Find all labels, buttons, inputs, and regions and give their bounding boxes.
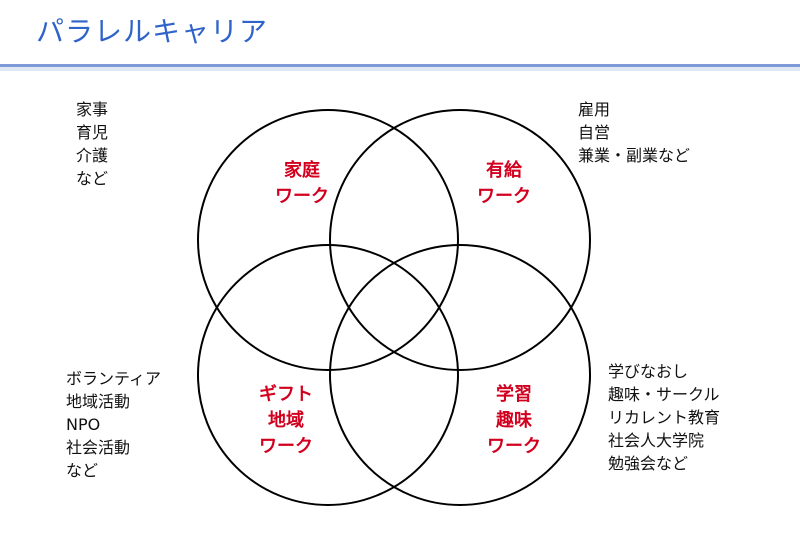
circle-paid-work: [329, 109, 591, 371]
circle-learning-work: [329, 244, 591, 506]
list-item: 自営: [578, 123, 611, 142]
label-line: 学習: [496, 384, 532, 405]
list-item: 社会活動: [66, 438, 131, 457]
list-item: 兼業・副業など: [578, 146, 691, 165]
list-item: 育児: [76, 123, 109, 142]
list-item: 地域活動: [66, 392, 131, 411]
title-underline-shadow: [0, 67, 800, 71]
label-line: 家庭: [284, 160, 320, 181]
label-home-work: 家庭 ワーク: [242, 158, 362, 210]
list-item: 趣味・サークル: [608, 385, 720, 404]
label-line: ワーク: [259, 436, 313, 457]
list-item: 介護: [76, 146, 109, 165]
list-item: NPO: [66, 415, 101, 434]
label-line: ワーク: [275, 186, 329, 207]
label-line: 趣味: [496, 410, 532, 431]
list-item: 家事: [76, 100, 109, 119]
label-line: 地域: [268, 410, 304, 431]
title-underline: [0, 64, 800, 67]
label-line: ワーク: [477, 186, 531, 207]
list-bottom-right: 学びなおし 趣味・サークル リカレント教育 社会人大学院 勉強会など: [608, 360, 720, 475]
list-item: など: [66, 461, 99, 480]
list-item: リカレント教育: [608, 408, 721, 427]
label-line: ワーク: [487, 436, 541, 457]
list-item: など: [76, 169, 109, 188]
list-item: 学びなおし: [608, 362, 689, 381]
label-gift-work: ギフト 地域 ワーク: [226, 382, 346, 460]
label-learning-work: 学習 趣味 ワーク: [454, 382, 574, 460]
label-paid-work: 有給 ワーク: [444, 158, 564, 210]
circle-home-work: [197, 109, 459, 371]
list-top-right: 雇用 自営 兼業・副業など: [578, 98, 690, 167]
list-bottom-left: ボランティア 地域活動 NPO 社会活動 など: [66, 367, 161, 482]
list-item: 勉強会など: [608, 454, 689, 473]
list-item: 社会人大学院: [608, 431, 705, 450]
list-item: ボランティア: [66, 369, 162, 388]
list-item: 雇用: [578, 100, 611, 119]
slide-title: パラレルキャリア: [36, 15, 269, 48]
list-top-left: 家事 育児 介護 など: [76, 98, 108, 190]
circle-gift-work: [197, 244, 459, 506]
label-line: 有給: [486, 160, 522, 181]
label-line: ギフト: [259, 384, 313, 405]
